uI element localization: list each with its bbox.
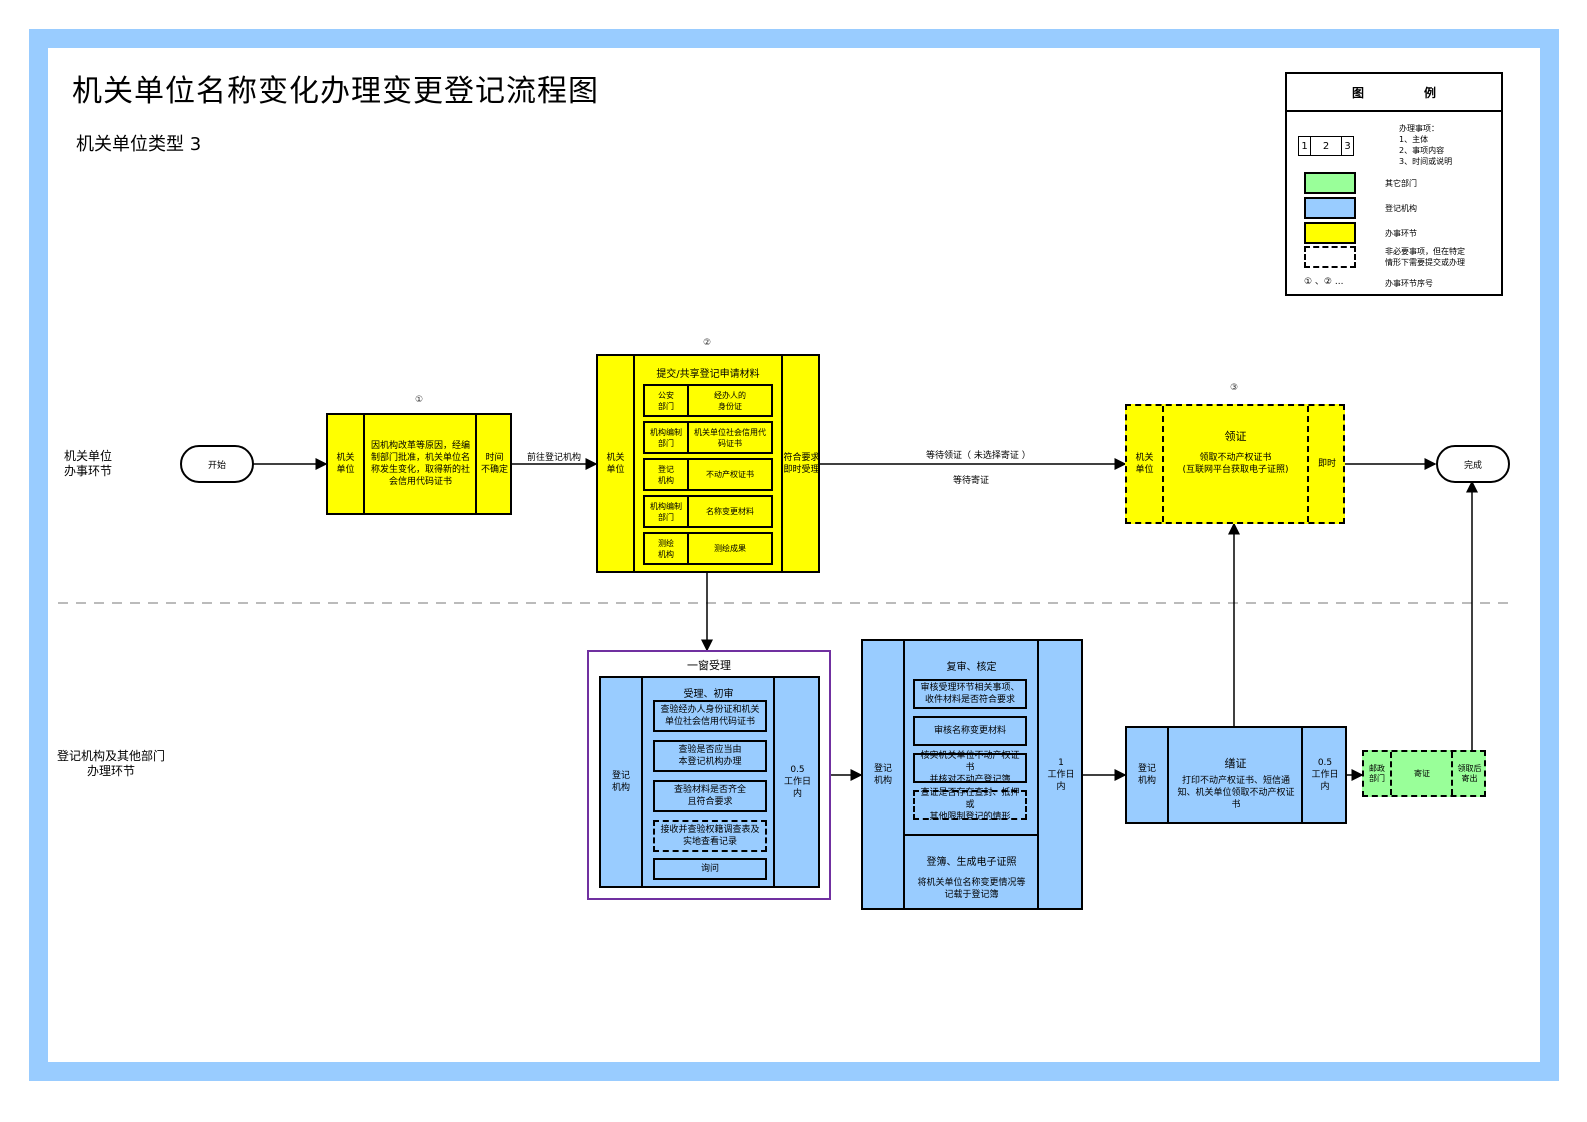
lane-label-bottom: 登记机构及其他部门 办理环节 [56, 749, 165, 778]
legend-label-registry: 登记机构 [1385, 204, 1417, 213]
step3-number: ③ [1229, 383, 1239, 393]
legend-label-optional: 非必要事项，但在特定 情形下需要提交或办理 [1385, 246, 1465, 268]
window-node[interactable]: 登记 机构 受理、初审 查验经办人身份证和机关单位社会信用代码证书查验是否应当由… [599, 676, 820, 888]
step2-subject: 机关 单位 [598, 356, 635, 571]
material-row: 公安 部门 经办人的 身份证 [643, 384, 773, 417]
check-item: 询问 [653, 858, 767, 880]
legend-optional-line: 非必要事项，但在特定 [1385, 247, 1465, 256]
review-subject: 登记 机构 [863, 641, 905, 908]
step3-heading: 领证 [1224, 430, 1247, 443]
legend: 图 例 1 2 3 办理事项： 1、主体 2、事项内容 3、时间或说明 其它部门… [1285, 72, 1503, 296]
post-content: 寄证 [1414, 768, 1430, 778]
register-content: 将机关单位名称变更情况等 记载于登记簿 [917, 878, 1026, 900]
review-heading: 复审、核定 [946, 662, 997, 673]
legend-cell-1: 1 [1299, 137, 1311, 155]
check-item: 查验材料是否齐全 且符合要求 [653, 780, 767, 812]
material-item: 经办人的 身份证 [714, 390, 746, 411]
window-subject: 登记 机构 [601, 678, 643, 886]
window-heading: 受理、初审 [683, 689, 734, 700]
legend-desc-line: 2、事项内容 [1399, 146, 1445, 155]
edge-label-wait-post: 等待寄证 [953, 476, 990, 486]
legend-item-box: 1 2 3 [1298, 136, 1354, 156]
legend-swatch-office-step [1304, 222, 1356, 244]
material-row: 机构编制 部门 名称变更材料 [643, 495, 773, 528]
legend-desc-line: 1、主体 [1399, 135, 1429, 144]
review-time: 1 工作日 内 [1037, 641, 1083, 908]
legend-header-left: 图 [1351, 85, 1364, 100]
issue-subject: 登记 机构 [1127, 728, 1169, 822]
issue-time: 0.5 工作日 内 [1301, 728, 1347, 822]
check-item: 审核名称变更材料 [913, 716, 1027, 746]
step1-node[interactable]: 机关 单位 因机构改革等原因，经编制部门批准，机关单位名称发生变化，取得新的社会… [326, 413, 512, 515]
lane-label-top: 机关单位 办事环节 [63, 449, 112, 478]
step2-node[interactable]: 机关 单位 符合要求 即时受理 提交/共享登记申请材料 公安 部门 经办人的 身份… [596, 354, 820, 573]
legend-desc-line: 办理事项： [1399, 124, 1439, 133]
legend-item-desc: 办理事项： 1、主体 2、事项内容 3、时间或说明 [1399, 123, 1452, 167]
step1-time: 时间 不确定 [475, 415, 512, 513]
review-node[interactable]: 登记 机构 复审、核定 审核受理环节相关事项、收件材料是否符合要求审核名称变更材… [861, 639, 1083, 910]
legend-header: 图 例 [1287, 74, 1501, 112]
check-item: 查验是否应当由 本登记机构办理 [653, 740, 767, 772]
material-item: 不动产权证书 [706, 470, 754, 479]
check-item: 查验经办人身份证和机关单位社会信用代码证书 [653, 700, 767, 732]
window-acceptance-group: 一窗受理 [587, 650, 831, 900]
post-node[interactable]: 邮政 部门 寄证 领取后 寄出 [1362, 750, 1486, 797]
edge-label-to-registry: 前往登记机构 [527, 453, 582, 463]
step3-node[interactable]: 机关 单位 领证 领取不动产权证书 (互联网平台获取电子证照) 即时 [1125, 404, 1345, 524]
issue-heading: 缮证 [1224, 757, 1247, 770]
edge-label-wait-pickup: 等待领证（ 未选择寄证 ） [926, 451, 1031, 461]
check-item: 核实机关单位不动产权证书 并核对不动产登记簿 [913, 751, 1027, 785]
legend-optional-line: 情形下需要提交或办理 [1385, 258, 1465, 267]
step3-content: 领取不动产权证书 (互联网平台获取电子证照) [1182, 453, 1289, 475]
step1-content: 因机构改革等原因，经编制部门批准，机关单位名称发生变化，取得新的社会信用代码证书 [370, 441, 470, 487]
material-source: 机构编制 部门 [645, 497, 689, 526]
window-title: 一窗受理 [687, 659, 731, 672]
start-node[interactable]: 开始 [180, 445, 254, 483]
legend-swatch-optional [1304, 246, 1356, 268]
issue-content: 打印不动产权证书、短信通知、机关单位领取不动产权证书 [1177, 776, 1295, 810]
material-source: 登记 机构 [645, 460, 689, 489]
step2-number: ② [702, 338, 712, 348]
register-heading: 登簿、生成电子证照 [926, 857, 1017, 868]
step3-time: 即时 [1307, 406, 1345, 522]
legend-cell-2: 2 [1322, 140, 1330, 152]
step3-subject: 机关 单位 [1127, 406, 1164, 522]
review-divider [905, 834, 1038, 836]
issue-node[interactable]: 登记 机构 缮证 打印不动产权证书、短信通知、机关单位领取不动产权证书 0.5 … [1125, 726, 1347, 824]
material-source: 测绘 机构 [645, 534, 689, 563]
legend-header-right: 例 [1424, 85, 1437, 100]
material-row: 登记 机构 不动产权证书 [643, 458, 773, 491]
step2-heading: 提交/共享登记申请材料 [656, 369, 760, 380]
material-row: 机构编制 部门机关单位社会信用代码证书 [643, 421, 773, 454]
page-title: 机关单位名称变化办理变更登记流程图 [72, 74, 599, 109]
legend-swatch-other-dept [1304, 172, 1356, 194]
material-source: 公安 部门 [645, 386, 689, 415]
step1-subject: 机关 单位 [328, 415, 365, 513]
material-item: 测绘成果 [714, 544, 746, 553]
legend-desc-line: 3、时间或说明 [1399, 157, 1453, 166]
material-item: 机关单位社会信用代码证书 [694, 427, 766, 448]
material-row: 测绘 机构 测绘成果 [643, 532, 773, 565]
page-subtitle: 机关单位类型 3 [76, 134, 202, 155]
finish-node[interactable]: 完成 [1436, 445, 1510, 483]
optional-check-item: 查证是否存在查封、抵押或 其他限制登记的情形 [913, 788, 1027, 822]
check-item: 审核受理环节相关事项、收件材料是否符合要求 [913, 679, 1027, 709]
post-subject: 邮政 部门 [1364, 752, 1392, 795]
optional-check-item: 接收并查验权籍调查表及 实地查看记录 [653, 820, 767, 852]
post-time: 领取后 寄出 [1451, 752, 1486, 795]
step1-number: ① [414, 395, 424, 405]
legend-swatch-registry [1304, 197, 1356, 219]
legend-label-other-dept: 其它部门 [1385, 179, 1417, 188]
step2-time: 符合要求 即时受理 [781, 356, 820, 571]
legend-seq-symbol: ① 、② ... [1304, 277, 1344, 287]
legend-label-office-step: 办事环节 [1385, 229, 1417, 238]
material-source: 机构编制 部门 [645, 423, 689, 452]
legend-seq-desc: 办事环节序号 [1385, 279, 1433, 288]
material-item: 名称变更材料 [706, 507, 754, 516]
window-time: 0.5 工作日 内 [773, 678, 820, 886]
legend-cell-3: 3 [1341, 137, 1353, 155]
